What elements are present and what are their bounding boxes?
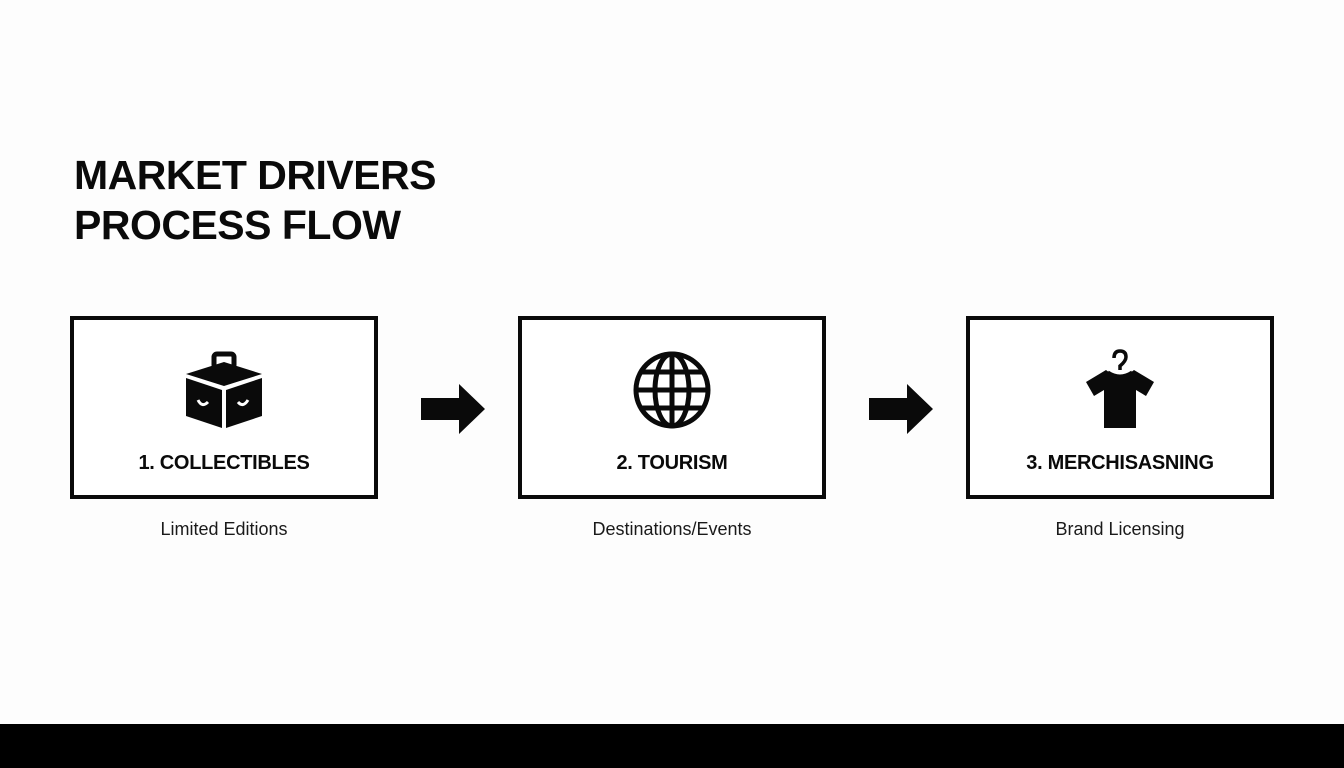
title-line-1: MARKET DRIVERS (74, 152, 437, 198)
collectible-box-icon (186, 351, 262, 428)
step-caption: Limited Editions (160, 519, 288, 539)
right-arrow-icon (869, 384, 933, 434)
diagram-title: MARKET DRIVERS PROCESS FLOW (74, 150, 437, 250)
tshirt-hanger-icon (1086, 349, 1154, 428)
step-label: 1. COLLECTIBLES (138, 452, 310, 474)
step-caption: Destinations/Events (592, 519, 752, 539)
step-box-collectibles: 1. COLLECTIBLES (70, 316, 378, 499)
step-label: 2. TOURISM (616, 452, 728, 474)
right-arrow-icon (421, 384, 485, 434)
step-label: 3. MERCHISASNING (1026, 452, 1214, 474)
title-line-2: PROCESS FLOW (74, 202, 401, 248)
step-box-tourism: 2. TOURISM (518, 316, 826, 499)
step-caption: Brand Licensing (1055, 519, 1185, 539)
globe-icon (633, 351, 711, 429)
step-box-merchandising: 3. MERCHISASNING (966, 316, 1274, 499)
footer-bar (0, 724, 1344, 768)
